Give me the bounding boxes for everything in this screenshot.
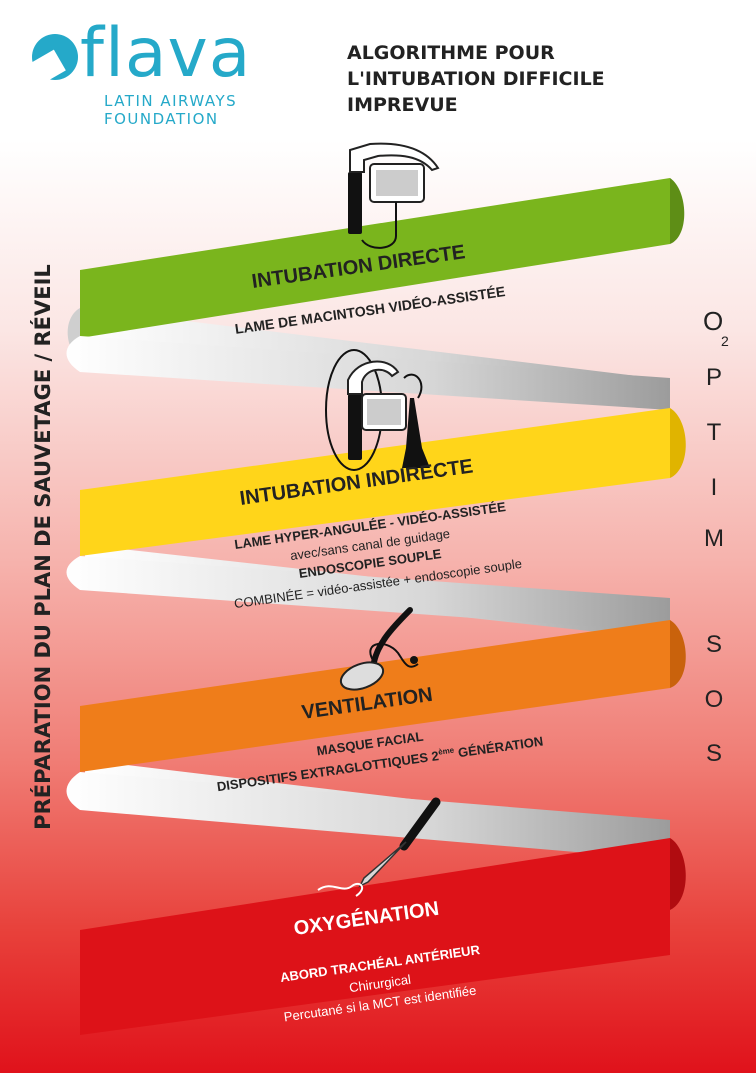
ribbon-orange-fold — [670, 620, 686, 688]
ribbon-red — [80, 838, 670, 1035]
title-line-1: ALGORITHME POUR — [347, 42, 555, 64]
ribbon-yellow-fold — [670, 408, 686, 478]
optim-letter-p: P — [705, 364, 722, 391]
face-mask-icon — [339, 607, 419, 691]
egd-superscript: ème — [437, 745, 455, 757]
hyperangulated-videolaryngoscope-icon — [325, 349, 430, 471]
ribbon-green-fold — [670, 178, 685, 244]
ribbon-orange — [80, 620, 670, 772]
videolaryngoscope-icon — [348, 142, 440, 249]
optim-letter-m: M — [704, 525, 724, 552]
logo-wordmark: flava — [80, 14, 252, 93]
title-line-3: IMPREVUE — [347, 94, 458, 116]
ribbon-grey-2 — [66, 556, 670, 632]
sos-letter-s2: S — [705, 740, 722, 767]
logo-line-2: FOUNDATION — [104, 110, 219, 128]
sos-letter-o: O — [704, 686, 724, 713]
o2-subscript: 2 — [721, 333, 729, 349]
sos-letter-s1: S — [705, 631, 722, 658]
title-line-2: L'INTUBATION DIFFICILE — [347, 68, 605, 90]
ribbon-yellow — [80, 408, 670, 556]
logo-line-1: LATIN AIRWAYS — [104, 92, 238, 110]
logo-mark — [32, 34, 78, 80]
ribbon-green — [80, 178, 670, 338]
optim-letter-t: T — [706, 419, 722, 446]
scalpel-icon — [317, 797, 441, 897]
side-label: PRÉPARATION DU PLAN DE SAUVETAGE / RÉVEI… — [31, 264, 55, 830]
o2-o: O — [703, 306, 724, 336]
optim-letter-i: I — [710, 474, 718, 501]
ribbon-grey-3 — [66, 772, 670, 860]
ribbon-red-fold — [670, 838, 686, 910]
